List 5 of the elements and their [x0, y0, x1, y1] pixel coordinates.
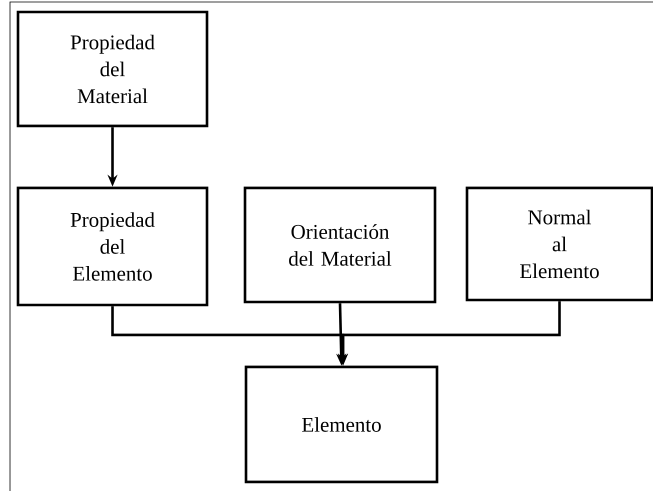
process-box: Normal al Elemento [466, 186, 653, 302]
process-box: Elemento [244, 366, 438, 484]
process-box: Orientación del Material [244, 186, 436, 304]
process-box: Propiedad del Elemento [16, 186, 208, 306]
process-box: Propiedad del Material [16, 10, 208, 128]
